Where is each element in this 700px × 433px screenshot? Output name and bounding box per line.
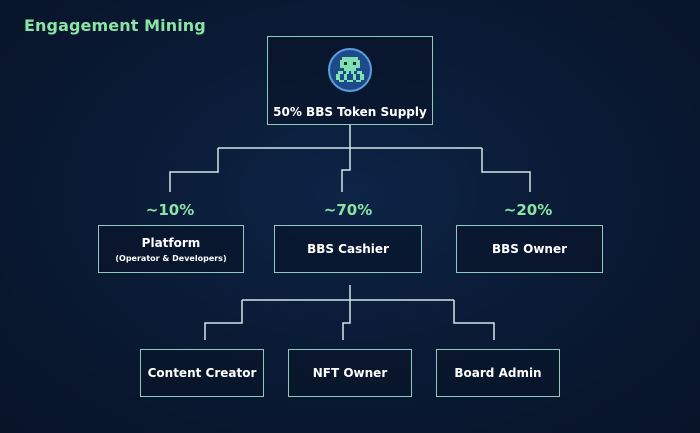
connector-right-branch	[481, 148, 531, 192]
node-nft-owner: NFT Owner	[288, 349, 412, 397]
share-platform: ~10%	[145, 201, 195, 219]
node-content-creator: Content Creator	[140, 349, 264, 397]
node-bbs-owner-label: BBS Owner	[492, 242, 567, 256]
page-title: Engagement Mining	[24, 16, 206, 35]
root-node-label: 50% BBS Token Supply	[273, 105, 427, 119]
connector-left-branch	[169, 148, 219, 192]
share-bbs-cashier: ~70%	[323, 201, 373, 219]
share-bbs-owner: ~20%	[503, 201, 553, 219]
bbs-octopus-logo-icon	[328, 48, 372, 92]
connector-creator-branch	[204, 300, 243, 340]
connector-center-branch	[341, 148, 351, 192]
connector-nft-branch	[342, 300, 351, 340]
node-board-admin: Board Admin	[436, 349, 560, 397]
node-platform: Platform (Operator & Developers)	[98, 225, 244, 273]
node-board-admin-label: Board Admin	[454, 366, 542, 380]
root-node: 50% BBS Token Supply	[267, 36, 433, 125]
node-bbs-cashier-label: BBS Cashier	[307, 242, 389, 256]
node-platform-sublabel: (Operator & Developers)	[115, 253, 227, 263]
node-bbs-owner: BBS Owner	[456, 225, 603, 273]
node-content-creator-label: Content Creator	[147, 366, 257, 380]
node-bbs-cashier: BBS Cashier	[274, 225, 422, 273]
node-nft-owner-label: NFT Owner	[312, 366, 388, 380]
connector-admin-branch	[453, 300, 495, 340]
node-platform-label: Platform	[141, 235, 201, 250]
